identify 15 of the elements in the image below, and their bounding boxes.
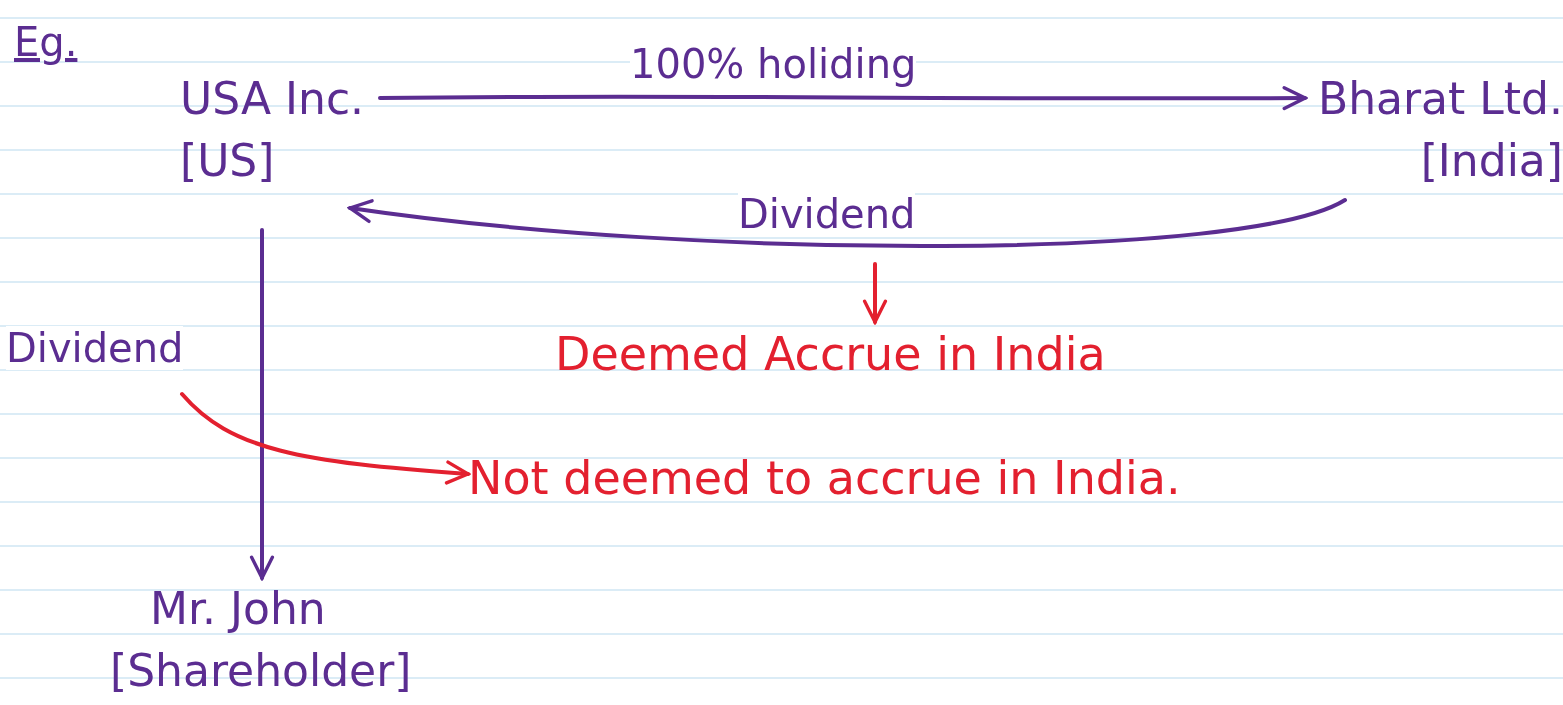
arrow bbox=[862, 262, 888, 324]
arrow bbox=[378, 86, 1307, 111]
arrow bbox=[348, 198, 1347, 248]
edge-label: Dividend bbox=[6, 326, 184, 370]
arrow bbox=[180, 392, 470, 485]
entity-note: [Shareholder] bbox=[110, 643, 413, 698]
example-heading: Eg. bbox=[14, 20, 78, 64]
entity-note: [India] bbox=[1419, 133, 1563, 188]
entity-name: Mr. John bbox=[149, 582, 327, 636]
entity-name: Not deemed to accrue in India. bbox=[468, 450, 1182, 507]
entity-name: Bharat Ltd. bbox=[1317, 72, 1563, 126]
arrow bbox=[249, 228, 275, 580]
entity-name: USA Inc. bbox=[180, 72, 366, 126]
entity-name: Deemed Accrue in India bbox=[555, 326, 1107, 383]
entity-note: [US] bbox=[180, 133, 276, 188]
